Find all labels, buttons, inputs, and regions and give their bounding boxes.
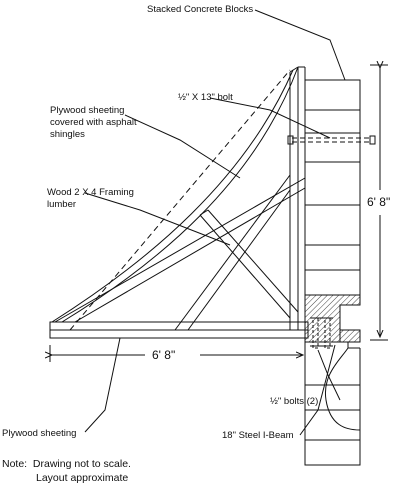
label-plywood-roof-3: shingles (50, 129, 85, 140)
dimension-horizontal: 6' 8" (150, 348, 178, 362)
label-bolt-13: ½" X 13" bolt (178, 92, 233, 103)
horizontal-dimension-line (50, 345, 306, 362)
leader-lines (84, 9, 346, 436)
bolt-13 (287, 135, 376, 145)
diagonal-framing (54, 69, 306, 331)
label-steel-i-beam: 18" Steel I-Beam (222, 430, 294, 441)
label-plywood-roof-1: Plywood sheeting (50, 105, 125, 116)
foundation-wall (304, 342, 361, 466)
label-stacked-concrete-blocks: Stacked Concrete Blocks (147, 4, 254, 15)
bolts-2 (310, 317, 333, 349)
vertical-dimension-line (370, 65, 388, 341)
label-framing-2: lumber (47, 199, 77, 210)
label-bolts-2: ½" bolts (2) (270, 396, 319, 407)
label-framing-1: Wood 2 X 4 Framing (47, 187, 134, 198)
dimension-vertical: 6' 8" (365, 195, 393, 209)
note-line-2: Layout approximate (36, 472, 129, 484)
note-line-1: Note: Drawing not to scale. (2, 458, 131, 470)
stacked-concrete-blocks (304, 79, 361, 296)
label-plywood-sheeting: Plywood sheeting (2, 428, 77, 439)
vertical-posts (289, 66, 306, 330)
label-plywood-roof-2: covered with asphalt (50, 117, 137, 128)
